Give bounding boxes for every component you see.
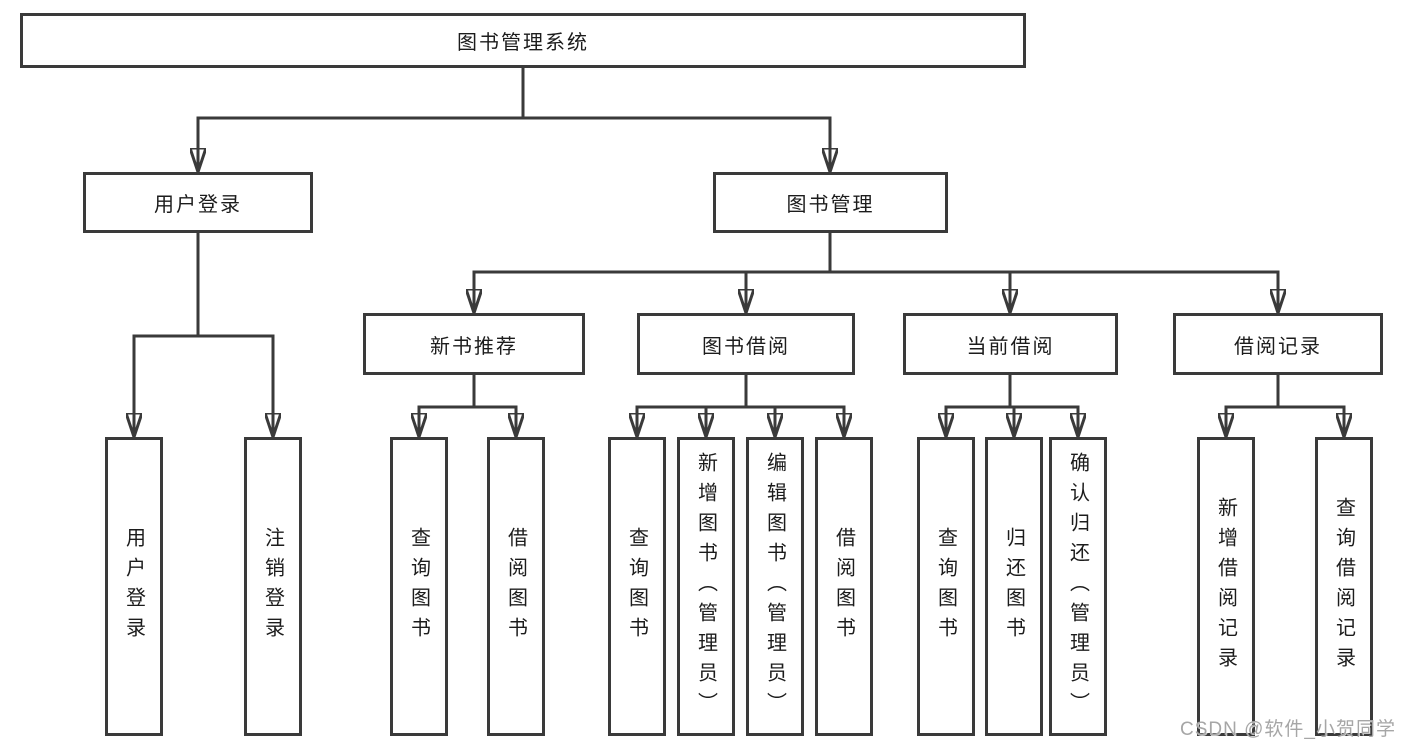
node-book-management: 图书管理 bbox=[713, 172, 948, 233]
leaf-add-borrow-record: 新增借阅记录 bbox=[1197, 437, 1255, 736]
node-book-borrow: 图书借阅 bbox=[637, 313, 855, 375]
node-new-book-recommend: 新书推荐 bbox=[363, 313, 585, 375]
node-borrow-records: 借阅记录 bbox=[1173, 313, 1383, 375]
leaf-return-book: 归还图书 bbox=[985, 437, 1043, 736]
leaf-query-books: 查询图书 bbox=[390, 437, 448, 736]
leaf-borrow-books: 借阅图书 bbox=[487, 437, 545, 736]
node-library-management-system: 图书管理系统 bbox=[20, 13, 1026, 68]
leaf-borrow-book: 借阅图书 bbox=[815, 437, 873, 736]
node-current-borrow: 当前借阅 bbox=[903, 313, 1118, 375]
leaf-user-login: 用户登录 bbox=[105, 437, 163, 736]
leaf-edit-book-admin: 编辑图书（管理员） bbox=[746, 437, 804, 736]
node-user-login: 用户登录 bbox=[83, 172, 313, 233]
leaf-query-borrow-record: 查询借阅记录 bbox=[1315, 437, 1373, 736]
csdn-watermark: CSDN @软件_小贺同学 bbox=[1180, 719, 1396, 740]
leaf-add-book-admin: 新增图书（管理员） bbox=[677, 437, 735, 736]
leaf-confirm-return-admin: 确认归还（管理员） bbox=[1049, 437, 1107, 736]
leaf-query-books-current: 查询图书 bbox=[917, 437, 975, 736]
leaf-query-books-borrow: 查询图书 bbox=[608, 437, 666, 736]
leaf-logout: 注销登录 bbox=[244, 437, 302, 736]
